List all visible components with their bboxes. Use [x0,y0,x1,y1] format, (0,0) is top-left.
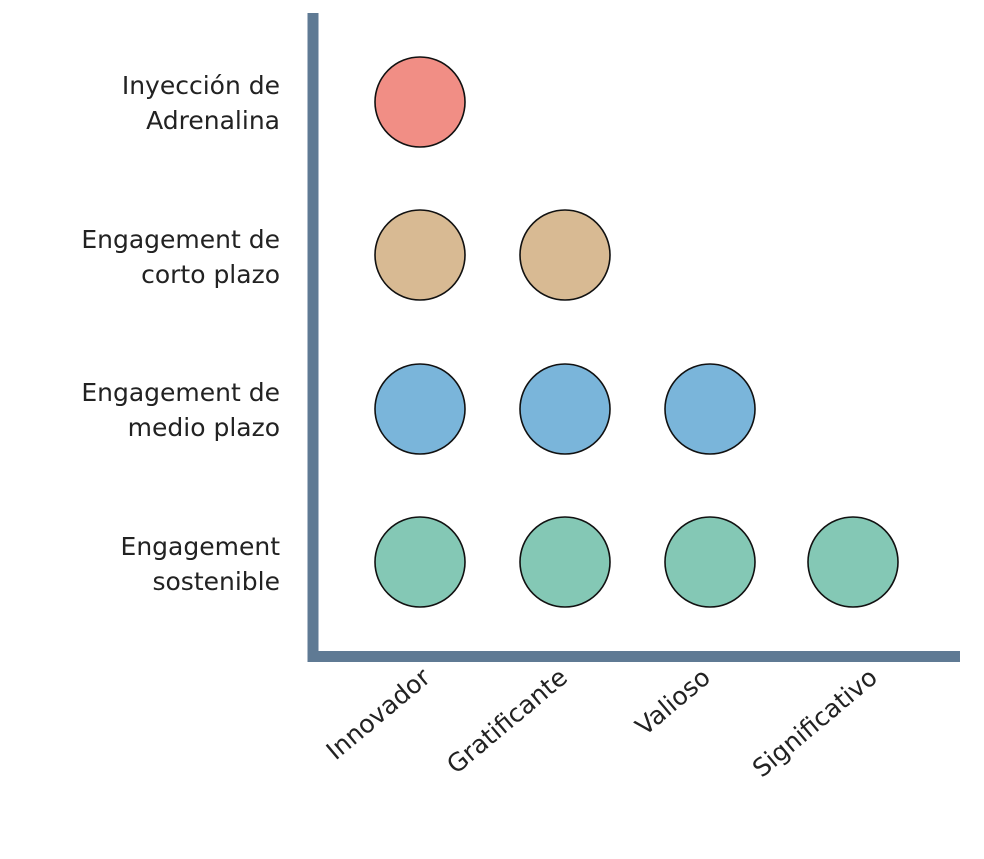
level-circle [807,516,899,608]
column-label: Gratificante [441,662,573,779]
row-label: sostenible [152,567,280,596]
level-circle [374,516,466,608]
level-circle [519,209,611,301]
row-label: Inyección de [122,71,280,100]
level-circle [374,56,466,148]
row-label: Engagement de [81,225,280,254]
level-circle [664,516,756,608]
column-label: Valioso [630,662,716,741]
row-label: corto plazo [141,260,280,289]
column-label: Significativo [747,662,883,783]
row-label: Engagement [121,532,281,561]
level-circle [374,209,466,301]
level-circle [519,363,611,455]
row-label: Adrenalina [146,106,280,135]
row-label: medio plazo [128,413,280,442]
column-label: Innovador [321,662,437,766]
level-circle [519,516,611,608]
level-circle [664,363,756,455]
circle-grid [374,56,899,608]
level-circle [374,363,466,455]
row-label: Engagement de [81,378,280,407]
